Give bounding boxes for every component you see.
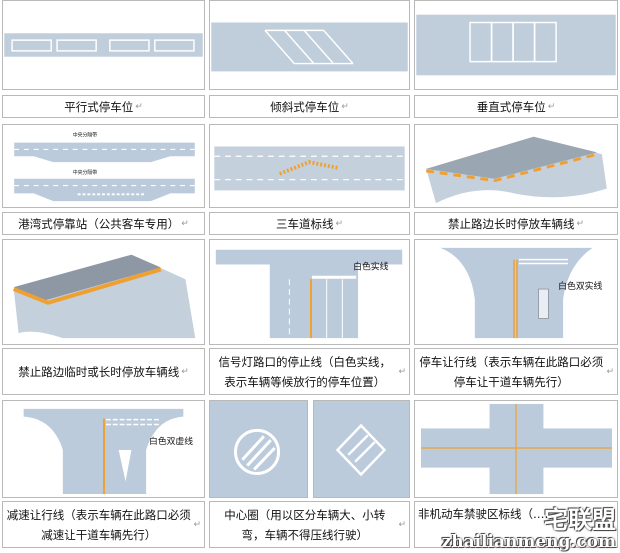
- caption: 禁止路边长时停放车辆线↵: [414, 212, 618, 235]
- image-non-motor-prohibited-area: [414, 400, 618, 498]
- caption: 平行式停车位↵: [2, 95, 205, 118]
- image-no-long-parking: [414, 124, 618, 208]
- image-perpendicular-parking: [414, 0, 618, 90]
- caption: 中心圈（用以区分车辆大、小转弯，车辆不得压线行驶）↵: [209, 501, 410, 548]
- image-angled-parking: [209, 0, 410, 90]
- white-double-solid-label: 白色双实线: [558, 280, 602, 292]
- image-signal-stop-line: 白色实线: [209, 239, 410, 345]
- median-label: 中央分隔带: [73, 132, 97, 139]
- image-slow-yield-line: 白色双虚线: [2, 400, 205, 498]
- median-label: 中央分隔带: [73, 169, 97, 176]
- image-parallel-parking: [2, 0, 205, 90]
- image-center-circle-1: [209, 400, 308, 498]
- caption: 三车道标线↵: [209, 212, 410, 235]
- image-bus-bay: 中央分隔带中央分隔带: [2, 124, 205, 208]
- caption: 停车让行线（表示车辆在此路口必须停车让干道车辆先行）↵: [414, 348, 618, 395]
- caption: 非机动车禁驶区标线（……: [414, 501, 618, 548]
- caption: 垂直式停车位↵: [414, 95, 618, 118]
- caption: 减速让行线（表示车辆在此路口必须减速让干道车辆先行）↵: [2, 501, 205, 548]
- image-three-lane-markings: [209, 124, 410, 208]
- white-double-dashed-label: 白色双虚线: [149, 435, 193, 447]
- caption: 倾斜式停车位↵: [209, 95, 410, 118]
- image-center-circle-2: [313, 400, 410, 498]
- caption: 信号灯路口的停止线（白色实线，表示车辆等候放行的停车位置）↵: [209, 348, 410, 395]
- white-solid-label: 白色实线: [353, 260, 388, 272]
- image-stop-yield-line: 白色双实线: [414, 239, 618, 345]
- caption: 港湾式停靠站（公共客车专用）↵: [2, 212, 205, 235]
- caption: 禁止路边临时或长时停放车辆线↵: [2, 348, 205, 395]
- image-no-temporary-parking: [2, 239, 205, 345]
